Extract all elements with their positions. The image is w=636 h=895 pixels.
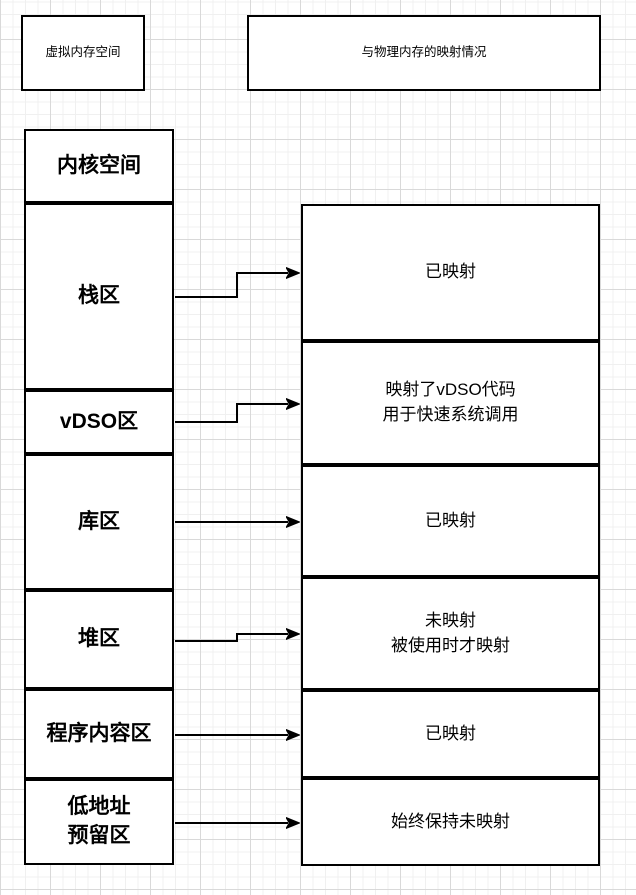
mapping-library: 已映射	[301, 465, 600, 577]
segment-kernel-space-label: 内核空间	[57, 153, 141, 177]
mapping-vdso-label: 映射了vDSO代码 用于快速系统调用	[382, 380, 519, 424]
mapping-stack-label: 已映射	[425, 262, 476, 282]
segment-library-label: 库区	[78, 509, 120, 533]
segment-low-address-reserved: 低地址 预留区	[24, 779, 174, 865]
segment-stack: 栈区	[24, 203, 174, 390]
segment-heap: 堆区	[24, 590, 174, 689]
mapping-vdso: 映射了vDSO代码 用于快速系统调用	[301, 341, 600, 465]
arrow-heap-to-unmapped	[175, 634, 288, 642]
header-physical-mapping-label: 与物理内存的映射情况	[361, 45, 487, 60]
mapping-program-content-label: 已映射	[425, 723, 476, 743]
segment-stack-label: 栈区	[78, 284, 120, 308]
segment-low-address-reserved-label: 低地址 预留区	[67, 795, 131, 847]
header-physical-mapping: 与物理内存的映射情况	[247, 15, 601, 91]
mapping-stack: 已映射	[301, 204, 600, 341]
segment-vdso: vDSO区	[24, 390, 174, 454]
mapping-heap-label: 未映射 被使用时才映射	[391, 610, 510, 655]
arrow-stack-to-mapped	[175, 273, 288, 298]
mapping-low-address-reserved: 始终保持未映射	[301, 778, 600, 866]
mapping-low-address-reserved-label: 始终保持未映射	[391, 811, 510, 831]
segment-kernel-space: 内核空间	[24, 129, 174, 203]
mapping-heap: 未映射 被使用时才映射	[301, 577, 600, 690]
header-virtual-memory-space-label: 虚拟内存空间	[45, 45, 121, 60]
mapping-program-content: 已映射	[301, 690, 600, 778]
arrow-vdso-to-mapped	[175, 404, 288, 423]
segment-heap-label: 堆区	[78, 627, 120, 651]
segment-program-content-label: 程序内容区	[46, 721, 152, 745]
segment-vdso-label: vDSO区	[59, 409, 139, 433]
header-virtual-memory-space: 虚拟内存空间	[21, 15, 145, 91]
segment-program-content: 程序内容区	[24, 689, 174, 779]
segment-library: 库区	[24, 454, 174, 590]
mapping-library-label: 已映射	[425, 510, 476, 530]
